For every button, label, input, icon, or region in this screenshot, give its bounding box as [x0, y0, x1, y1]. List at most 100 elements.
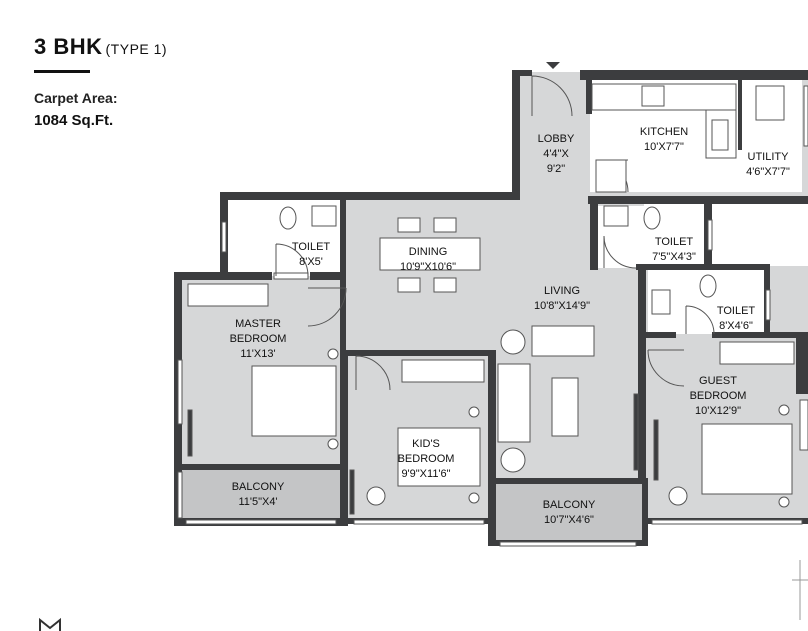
chair-icon — [366, 486, 386, 506]
balcony1-label: BALCONY — [232, 481, 285, 493]
wall-toilet3-bottom-left — [646, 332, 676, 338]
plan-title: 3 BHK(TYPE 1) — [34, 34, 168, 59]
dining-chair — [433, 277, 457, 293]
window-balcony2-bottom — [499, 541, 637, 547]
stove-icon — [641, 85, 665, 107]
wall-lobby-top-left — [512, 70, 532, 76]
basin-icon — [651, 289, 671, 315]
toilet2-dim: 7'5"X4'3" — [652, 251, 696, 263]
wardrobe-rail-living — [633, 393, 639, 471]
door-kids — [355, 355, 391, 391]
wall-lobby-left — [512, 70, 520, 200]
door-toilet3 — [685, 305, 715, 335]
fridge-icon — [595, 159, 627, 193]
toilet3-dim: 8'X4'6" — [719, 320, 753, 332]
window-kids-bottom — [353, 519, 485, 525]
wardrobe-rail-master — [187, 409, 193, 457]
wall-kids-top — [346, 350, 496, 356]
toilet3-label: TOILET — [717, 305, 756, 317]
wall-master-bottom — [176, 464, 346, 470]
door-toilet1 — [275, 243, 309, 277]
dining-label: DINING — [409, 246, 448, 258]
bed-guest — [701, 423, 793, 495]
entrance-arrow-icon — [546, 62, 560, 69]
wall-kitchen-bottom — [588, 196, 808, 204]
window-balcony1-bottom — [185, 519, 337, 525]
guest-label: BEDROOM — [690, 390, 747, 402]
lamp-icon — [778, 404, 790, 416]
balcony1-dim: 11'5"X4' — [238, 496, 277, 508]
dining-table — [379, 237, 481, 271]
door-toilet2 — [603, 235, 637, 269]
window-guest-bottom — [651, 519, 803, 525]
wall-master-top-left — [176, 272, 272, 280]
door-guest — [647, 349, 685, 387]
floor-balcony-2 — [496, 482, 642, 540]
side-table — [500, 447, 526, 473]
window-master-left — [177, 359, 183, 425]
master-label: MASTER — [235, 318, 281, 330]
window-guest-right — [799, 399, 808, 451]
wardrobe-guest — [719, 341, 795, 365]
side-table — [500, 329, 526, 355]
living-label: LIVING — [544, 285, 580, 297]
wall-guest-left — [638, 264, 646, 480]
lamp-icon — [327, 348, 339, 360]
wall-master-top-right — [310, 272, 346, 280]
sofa-long — [497, 363, 531, 443]
key-plan-fragment-icon — [792, 560, 808, 620]
sofa-single — [531, 325, 595, 357]
wc-icon — [279, 206, 297, 230]
dining-chair — [397, 217, 421, 233]
balcony2-dim: 10'7"X4'6" — [544, 514, 594, 526]
kitchen-dim: 10'X7'7" — [644, 141, 684, 153]
balcony2-label: BALCONY — [543, 499, 596, 511]
plan-type: (TYPE 1) — [105, 41, 168, 57]
wall-balcony2-right — [642, 478, 648, 546]
carpet-area-label: Carpet Area: — [34, 90, 118, 106]
lobby-label: LOBBY — [538, 133, 575, 145]
window-toilet1 — [221, 221, 227, 253]
master-label: BEDROOM — [230, 333, 287, 345]
utility-dim: 4'6"X7'7" — [746, 166, 790, 178]
dining-chair — [433, 217, 457, 233]
wall-kids-left — [340, 356, 348, 526]
wall-dining-top — [220, 192, 520, 200]
carpet-area-value: 1084 Sq.Ft. — [34, 112, 114, 129]
window-toilet2 — [707, 219, 713, 251]
bed-kids — [397, 427, 481, 487]
guest-label: GUEST — [699, 375, 737, 387]
wall-toilet2-left — [590, 200, 598, 270]
wall-kitchen-left — [586, 80, 592, 114]
wardrobe-rail-guest — [653, 419, 659, 481]
living-dim: 10'8"X14'9" — [534, 300, 590, 312]
kitchen-label: KITCHEN — [640, 126, 688, 138]
wardrobe-kids — [401, 359, 485, 383]
door-master — [307, 287, 347, 327]
chair-icon — [668, 486, 688, 506]
furniture — [187, 83, 795, 508]
toilet1-dim: 8'X5' — [299, 256, 323, 268]
wc-icon — [699, 274, 717, 298]
lamp-icon — [468, 406, 480, 418]
floor-balcony-1 — [180, 470, 340, 520]
utility-label: UTILITY — [748, 151, 790, 163]
sink-icon — [711, 119, 729, 151]
toilet2-label: TOILET — [655, 236, 694, 248]
lamp-icon — [327, 438, 339, 450]
kids-label: BEDROOM — [398, 453, 455, 465]
room-labels: LOBBY 4'4"X 9'2" KITCHEN 10'X7'7" UTILIT… — [230, 126, 790, 526]
wall-toilet3-top — [636, 264, 770, 270]
windows — [177, 85, 808, 547]
master-dim: 11'X13' — [240, 348, 275, 360]
basin-icon — [311, 205, 337, 227]
basin-icon — [603, 205, 629, 227]
coffee-table — [551, 377, 579, 437]
logo-mark-icon — [39, 617, 61, 631]
wall-toilet3-bottom-right — [712, 332, 808, 338]
wall-kids-right — [488, 350, 496, 546]
lobby-dim: 4'4"X — [543, 148, 569, 160]
bed-master — [251, 365, 337, 437]
wardrobe-master — [187, 283, 269, 307]
dining-dim: 10'9"X10'6" — [400, 261, 456, 273]
